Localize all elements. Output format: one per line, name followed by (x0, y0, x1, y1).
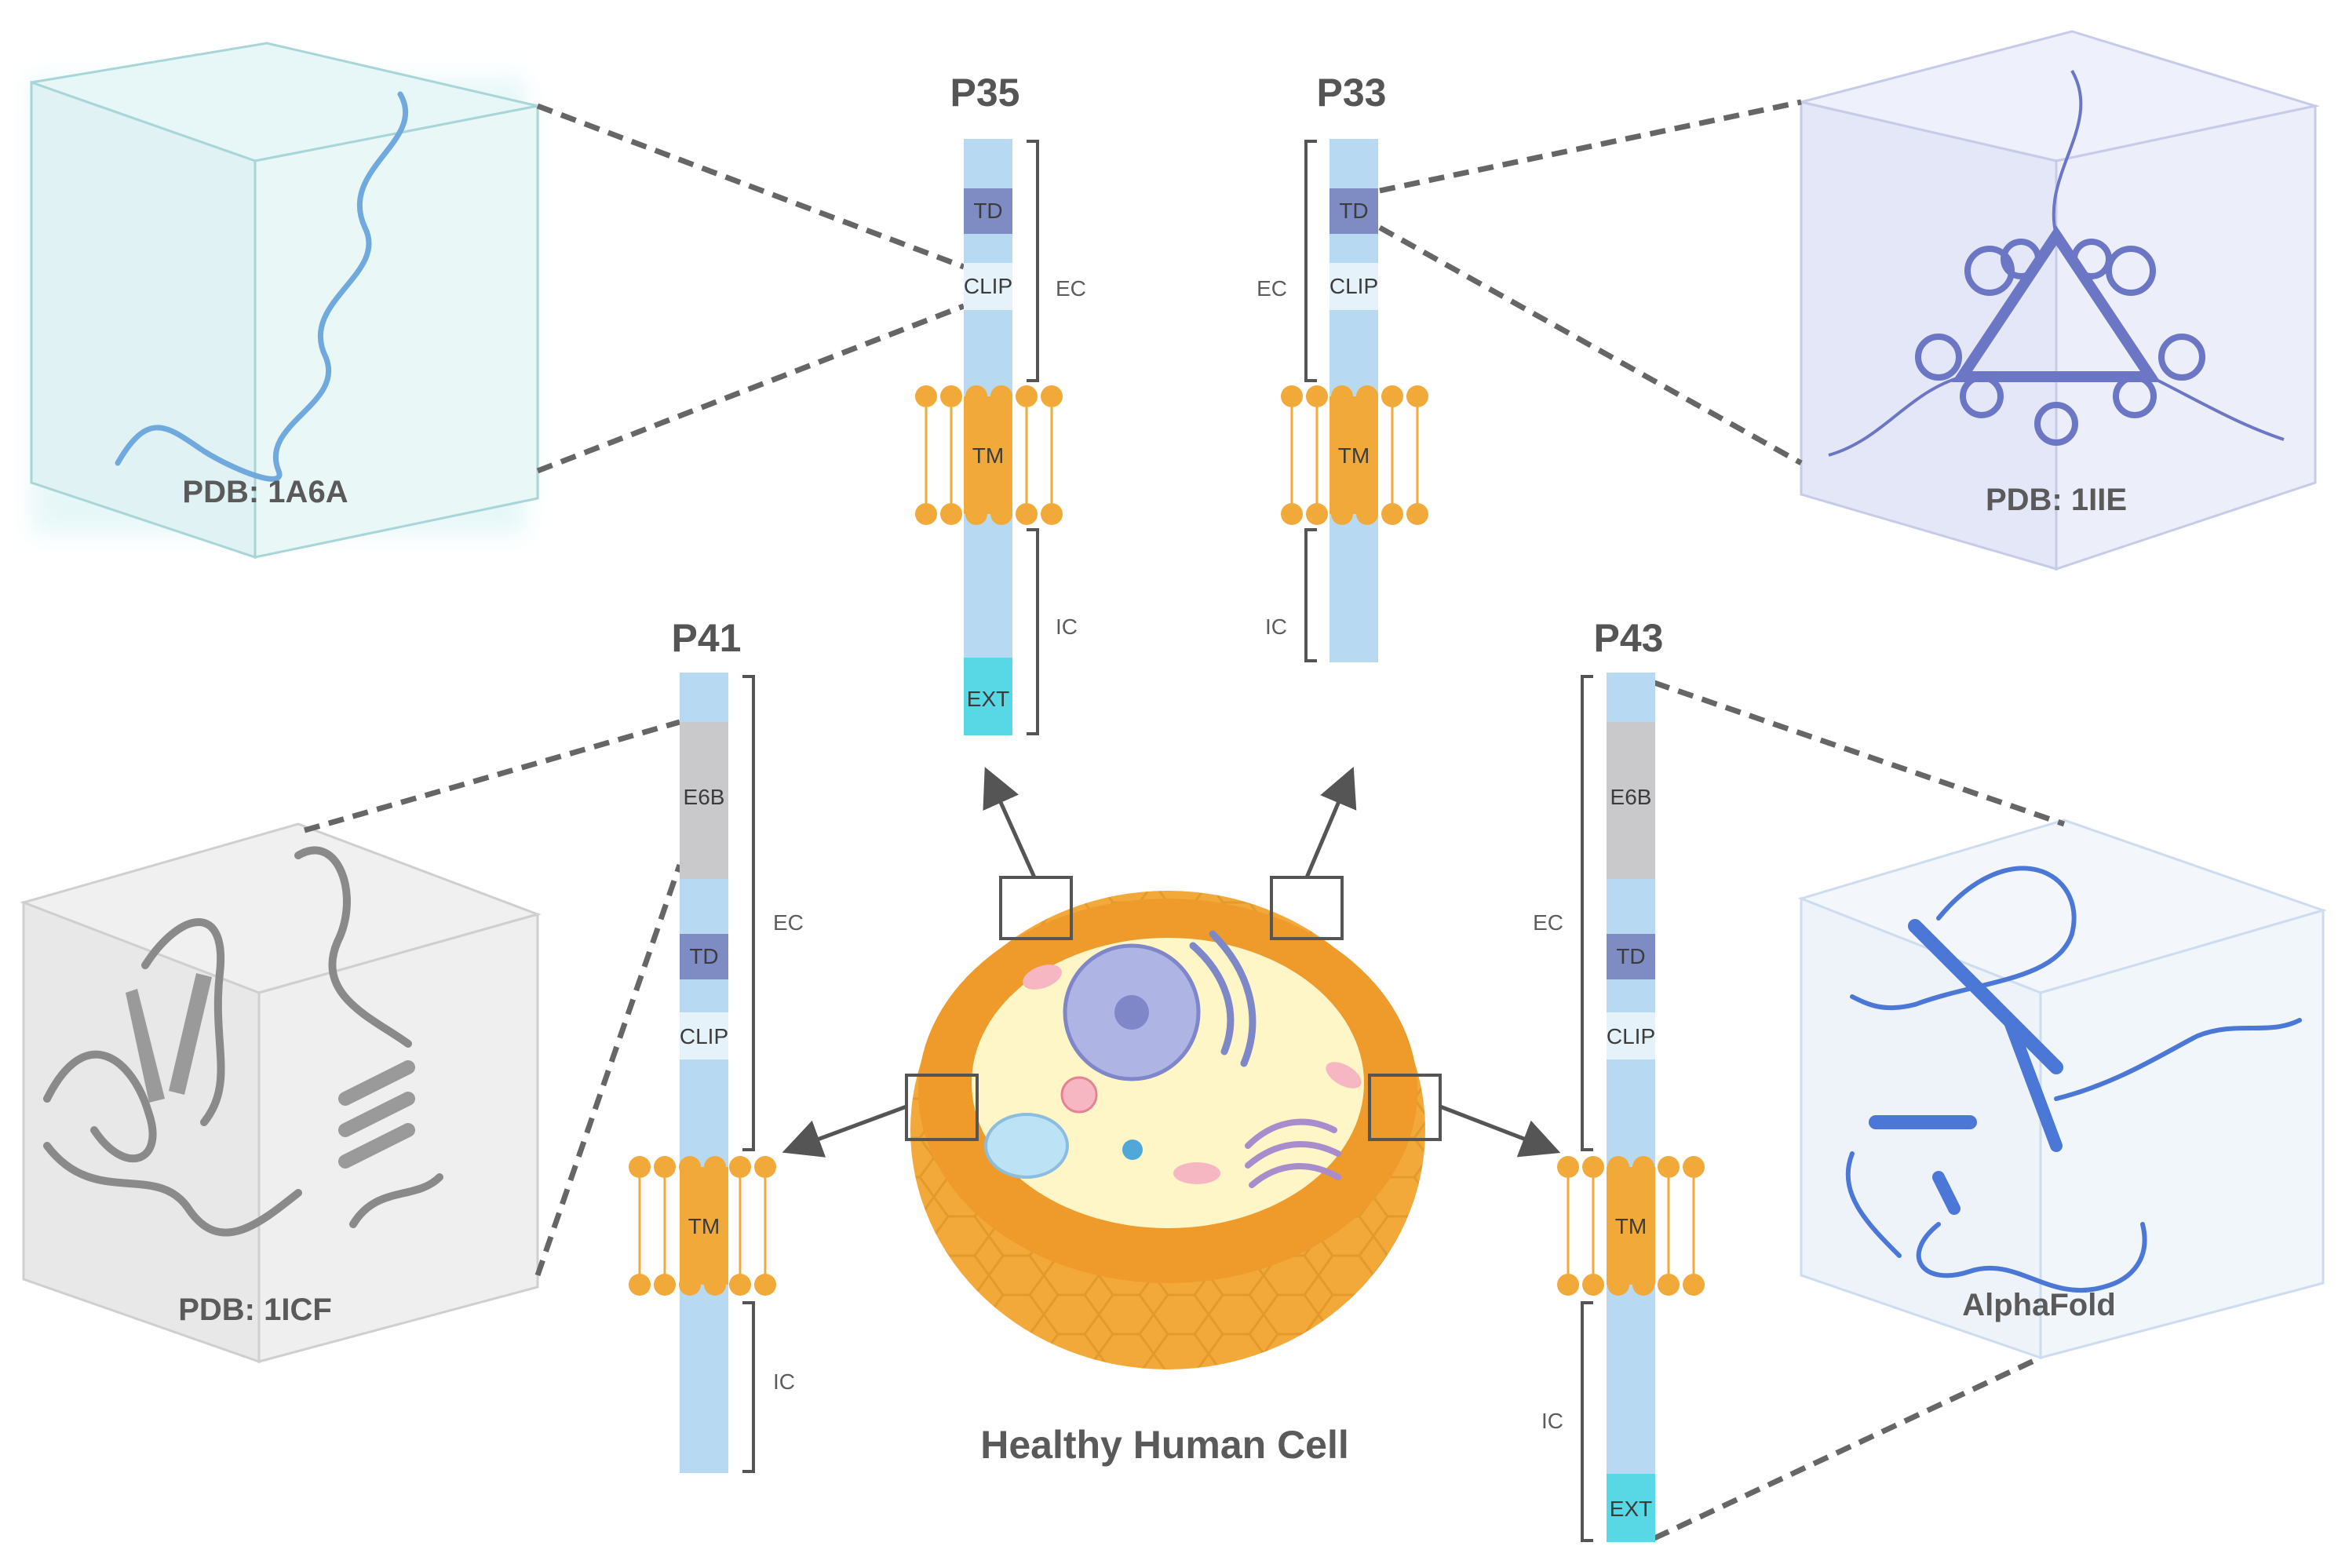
arrow-to-p43 (1439, 1104, 1561, 1158)
bracket-label-ic-p33: IC (1265, 614, 1287, 639)
bracket-label-ec-p43: EC (1533, 910, 1563, 935)
human-cell-illustration: Healthy Human Cell (905, 876, 1442, 1467)
bracket-label-ic-p35: IC (1056, 614, 1078, 639)
segment-e6b-p41 (680, 722, 728, 879)
segment-label-td-p33: TD (1339, 199, 1368, 223)
membrane-p43: TM (1557, 1156, 1705, 1296)
beta-strand-arrow-icon (126, 989, 165, 1103)
segment-label-clip-p33: CLIP (1329, 274, 1378, 298)
structure-label-1icf: PDB: 1ICF (178, 1293, 332, 1327)
isoform-name-p41: P41 (672, 616, 742, 660)
isoform-p33: P33 TD CLIP TM EC IC (1257, 71, 1428, 662)
segment-label-ext-p35: EXT (967, 687, 1009, 711)
bracket-ec-p35 (1027, 140, 1039, 382)
bracket-label-ic-p41: IC (773, 1369, 795, 1394)
beta-helix-icon (43, 846, 443, 1237)
bracket-ec-p43 (1581, 675, 1593, 1151)
segment-clip-p33 (1329, 263, 1378, 310)
bracket-ec-p33 (1304, 140, 1317, 382)
arrow-to-p35 (983, 767, 1037, 879)
segment-ext-p35 (964, 658, 1012, 735)
extended-coil-icon (115, 91, 409, 482)
segment-td-p43 (1607, 934, 1655, 979)
beta-strand-arrow-icon-2 (169, 973, 212, 1095)
bracket-label-ec-p35: EC (1056, 276, 1086, 301)
bracket-label-ec-p33: EC (1257, 276, 1287, 301)
bracket-ic-p43 (1581, 1301, 1593, 1542)
segment-td-p33 (1329, 188, 1378, 234)
golgi-apparatus-icon (1245, 1118, 1341, 1188)
membrane-p33: TM (1281, 385, 1428, 525)
structure-label-1iie: PDB: 1IIE (1986, 483, 2127, 517)
segment-label-td-p43: TD (1616, 944, 1645, 968)
structure-box-1a6a: PDB: 1A6A (30, 42, 539, 560)
membrane-zoom-box-top-left (999, 876, 1073, 940)
segment-label-tm-p33: TM (1338, 443, 1370, 468)
segment-e6b-p43 (1607, 722, 1655, 879)
segment-label-tm-p43: TM (1615, 1214, 1647, 1238)
bracket-ec-p41 (742, 675, 755, 1151)
membrane-p35: TM (915, 385, 1063, 525)
segment-label-clip-p35: CLIP (964, 274, 1012, 298)
mitochondrion-icon-2 (1173, 1162, 1220, 1184)
isoform-name-p35: P35 (950, 71, 1020, 115)
vesicle-icon (1122, 1140, 1143, 1160)
trimer-helix-icon (1828, 70, 2285, 457)
segment-label-td-p35: TD (973, 199, 1002, 223)
isoform-name-p33: P33 (1317, 71, 1387, 115)
bracket-ic-p35 (1027, 528, 1039, 735)
lysosome-icon (1060, 1076, 1098, 1114)
zoom-arrows (782, 766, 1561, 1158)
isoform-p41: P41 E6B TD CLIP TM EC IC (629, 616, 804, 1473)
segment-clip-p43 (1607, 1012, 1655, 1059)
membrane-p41: TM (629, 1156, 776, 1296)
mitochondrion-icon (1023, 965, 1062, 990)
endoplasmic-reticulum-icon (1189, 930, 1257, 1067)
arrow-to-p33 (1304, 766, 1357, 878)
isoform-p35: P35 TD CLIP EXT TM EC IC (915, 71, 1086, 735)
segment-label-clip-p43: CLIP (1607, 1024, 1655, 1048)
arrow-to-p41 (782, 1104, 907, 1158)
isoform-name-p43: P43 (1594, 616, 1664, 660)
cell-title: Healthy Human Cell (980, 1423, 1349, 1467)
structure-label-1a6a: PDB: 1A6A (182, 475, 348, 509)
segment-label-td-p41: TD (689, 944, 718, 968)
structure-box-alphafold: AlphaFold (1797, 819, 2327, 1360)
bracket-label-ec-p41: EC (773, 910, 804, 935)
segment-clip-p35 (964, 263, 1012, 310)
segment-clip-p41 (680, 1012, 728, 1059)
segment-label-ext-p43: EXT (1610, 1497, 1652, 1521)
segment-td-p35 (964, 188, 1012, 234)
mitochondrion-icon-3 (1326, 1062, 1362, 1088)
structure-box-1iie: PDB: 1IIE (1800, 30, 2320, 571)
vacuole-icon (984, 1113, 1069, 1179)
isoform-p43: P43 E6B TD CLIP EXT TM EC IC (1533, 616, 1705, 1542)
bracket-ic-p41 (742, 1301, 755, 1473)
dashed-connectors (304, 99, 2066, 1541)
segment-label-tm-p35: TM (972, 443, 1004, 468)
segment-ext-p43 (1607, 1474, 1655, 1542)
predicted-structure-icon (1845, 866, 2302, 1293)
segment-td-p41 (680, 934, 728, 979)
segment-label-e6b-p43: E6B (1610, 785, 1652, 809)
bracket-ic-p33 (1304, 528, 1317, 662)
bracket-label-ic-p43: IC (1541, 1409, 1563, 1433)
structure-box-1icf: PDB: 1ICF (20, 822, 542, 1364)
segment-label-tm-p41: TM (688, 1214, 720, 1238)
segment-label-e6b-p41: E6B (684, 785, 725, 809)
segment-label-clip-p41: CLIP (680, 1024, 728, 1048)
structure-label-alphafold: AlphaFold (1962, 1288, 2116, 1322)
